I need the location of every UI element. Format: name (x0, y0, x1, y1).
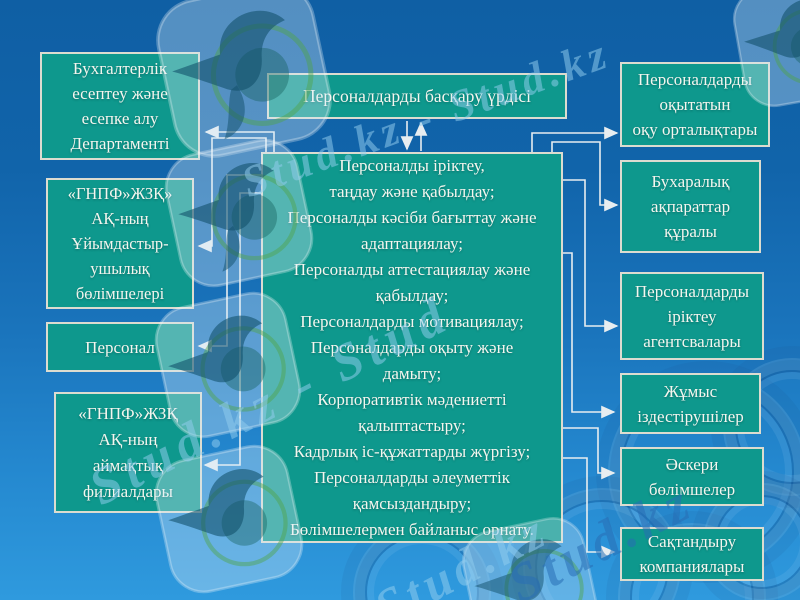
right-box-military-units: Әскери бөлімшелер (620, 447, 764, 506)
left-box-org-units: «ГНПФ»ЖЗҚ» АҚ-ның Ұйымдастыр- ушылық бөл… (46, 178, 194, 309)
right-box-mass-media: Бухаралық ақпараттар құралы (620, 160, 761, 253)
right-box-training-centers: Персоналдарды оқытатын оқу орталықтары (620, 62, 770, 147)
connector-to-personnel (197, 174, 261, 353)
connector-to-accounting-department (204, 125, 275, 152)
process-item: Корпоративтік мәдениетті қалыптастыру; (317, 389, 507, 435)
right-box-recruitment-agencies: Персоналдарды іріктеу агентсвалары (620, 272, 764, 360)
connector-to-training-centers (531, 126, 619, 152)
process-list-box: Персоналды іріктеу, таңдау және қабылдау… (261, 152, 563, 543)
left-box-personnel: Персонал (46, 322, 194, 372)
right-box-insurance-companies: Сақтандыру компаниялары (620, 527, 764, 581)
title-box: Персоналдарды басқару үрдісі (267, 73, 567, 119)
process-item: Персоналдарды оқыту және дамыту; (310, 337, 514, 383)
connector-to-org-units (197, 137, 267, 253)
connector-to-recruitment-agencies (562, 179, 619, 333)
connector-to-mass-media (551, 141, 619, 212)
left-box-accounting-department: Бухгалтерлік есептеу және есепке алу Деп… (40, 52, 200, 160)
process-item: Бөлімшелермен байланыс орнату. (290, 519, 534, 539)
process-item: Персоналдарды әлеуметтік қамсыздандыру; (313, 467, 510, 513)
connector-to-regional-branches (203, 192, 261, 472)
process-item: Персоналды іріктеу, таңдау және қабылдау… (329, 155, 495, 201)
process-item: Персоналды аттестациялау және қабылдау; (293, 259, 531, 305)
right-box-job-seekers: Жұмыс іздестірушілер (620, 373, 761, 434)
connector-to-military-units (562, 427, 616, 480)
left-box-regional-branches: «ГНПФ»ЖЗҚ АҚ-ның аймақтық филиалдары (54, 392, 202, 513)
process-item: Персоналды кәсіби бағыттау және адаптаци… (287, 207, 537, 253)
connector-to-job-seekers (562, 252, 616, 419)
process-item: Кадрлық іс-құжаттарды жүргізу; (293, 441, 531, 461)
process-item: Персоналдарды мотивациялау; (300, 311, 524, 331)
connector-to-insurance-companies (562, 457, 616, 559)
